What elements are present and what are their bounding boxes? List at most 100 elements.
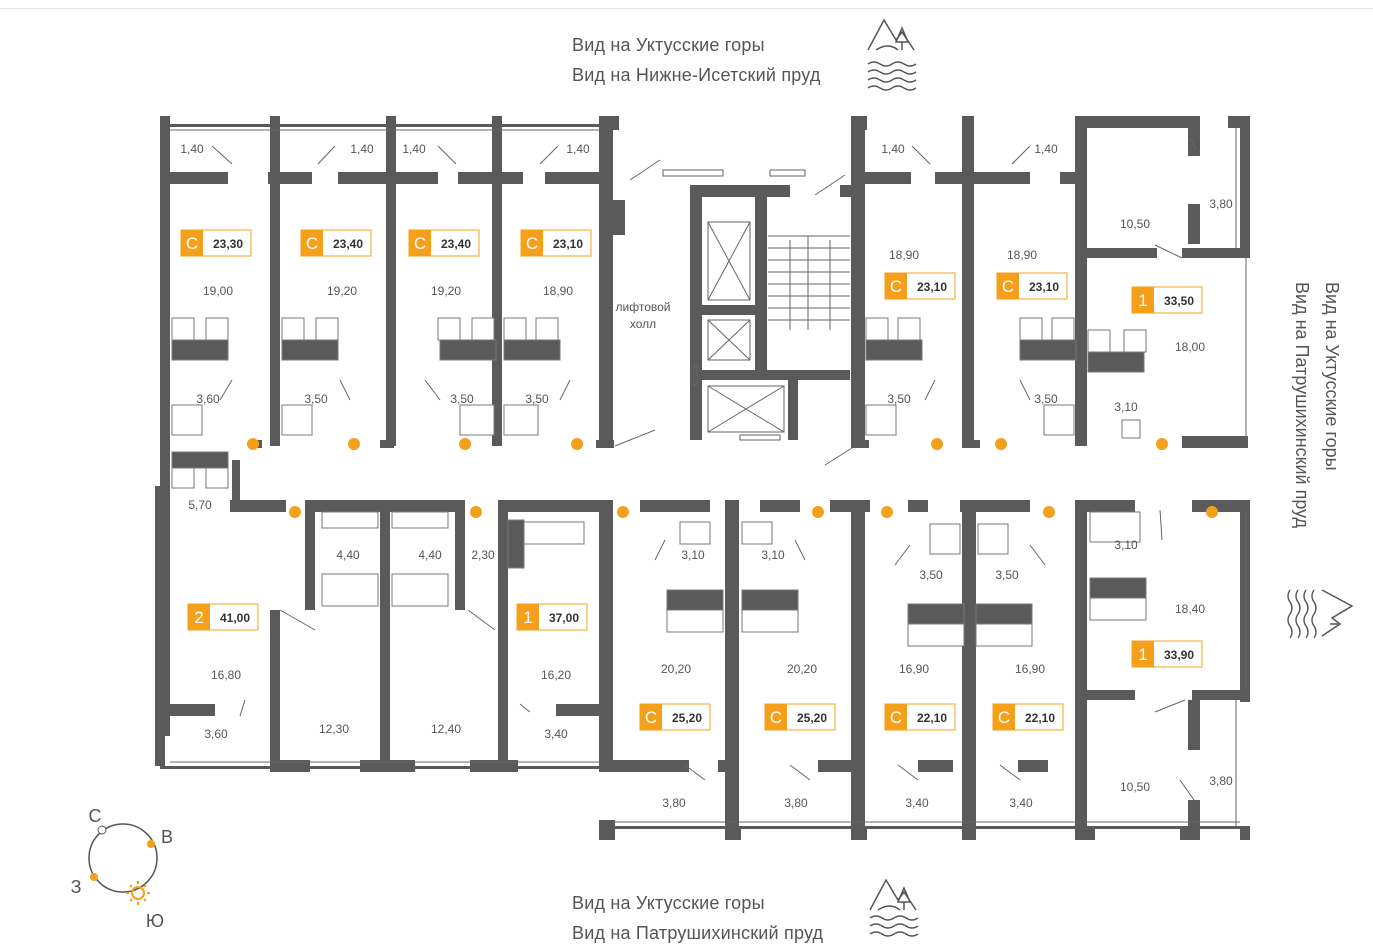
badge-type-box: [517, 604, 539, 630]
room-area: 12,40: [431, 722, 461, 736]
compass-west: З: [71, 877, 82, 897]
room-area: 18,90: [543, 284, 573, 298]
apartment-badge: C 22,10: [884, 703, 956, 731]
room-area: 5,70: [188, 498, 212, 512]
apartment-area: 23,10: [1029, 280, 1059, 294]
room-area: 19,00: [203, 284, 233, 298]
room-area: 3,40: [905, 796, 929, 810]
apartment-type: C: [890, 708, 902, 727]
apartment-area: 41,00: [220, 611, 250, 625]
room-area: 16,90: [1015, 662, 1045, 676]
room-area: 10,50: [1120, 780, 1150, 794]
room-area: 3,50: [995, 568, 1019, 582]
room-area: 3,60: [196, 392, 220, 406]
apartment-type: C: [1002, 277, 1014, 296]
apartment-type: C: [645, 708, 657, 727]
room-area: 2,30: [471, 548, 495, 562]
mountain-icon: [867, 18, 915, 51]
room-areas: 1,40 1,40 1,40 1,40 1,40 1,40 19,00 19,2…: [180, 142, 1233, 810]
thin-lines: [170, 128, 1247, 826]
badge-type-box: [409, 230, 431, 256]
room-area: 16,90: [899, 662, 929, 676]
badge-type-box: [301, 230, 323, 256]
room-area: 19,20: [431, 284, 461, 298]
apartment-badge: C 25,20: [764, 703, 836, 731]
view-label-top-1: Вид на Уктусские горы: [572, 35, 765, 55]
compass-west-dot: [90, 873, 98, 881]
badge-type-box: [885, 273, 907, 299]
room-area: 3,80: [1209, 774, 1233, 788]
room-area: 3,50: [525, 392, 549, 406]
sun-icon: [126, 881, 150, 905]
room-area: 18,00: [1175, 340, 1205, 354]
apartment-type: C: [306, 234, 318, 253]
apartment-area: 37,00: [549, 611, 579, 625]
compass-north-dot: [97, 825, 107, 835]
apartment-type: C: [998, 708, 1010, 727]
apartment-area: 25,20: [672, 711, 702, 725]
apartment-type: 1: [523, 608, 532, 627]
badge-type-box: [993, 704, 1015, 730]
compass-south: Ю: [146, 911, 164, 931]
compass-east-dot: [147, 840, 155, 848]
water-icon: [867, 61, 917, 91]
apartment-type: 1: [1138, 645, 1147, 664]
room-area: 18,90: [1007, 248, 1037, 262]
apartment-area: 33,50: [1164, 294, 1194, 308]
apartment-area: 25,20: [797, 711, 827, 725]
compass: С В З Ю: [71, 806, 173, 931]
room-area: 3,10: [681, 548, 705, 562]
room-area: 3,40: [544, 727, 568, 741]
walls: [155, 116, 1250, 840]
room-area: 19,20: [327, 284, 357, 298]
room-area: 3,80: [1209, 197, 1233, 211]
entrance-markers: [247, 438, 1218, 518]
apartment-type: 2: [194, 608, 203, 627]
room-area: 1,40: [1034, 142, 1058, 156]
room-area: 10,50: [1120, 217, 1150, 231]
room-area: 16,20: [541, 668, 571, 682]
apartment-type: C: [770, 708, 782, 727]
room-area: 16,80: [211, 668, 241, 682]
room-area: 3,50: [450, 392, 474, 406]
apartment-area: 33,90: [1164, 648, 1194, 662]
room-area: 3,10: [761, 548, 785, 562]
apartment-area: 22,10: [917, 711, 947, 725]
badge-type-box: [188, 604, 210, 630]
apartment-type: 1: [1138, 291, 1147, 310]
room-area: 1,40: [566, 142, 590, 156]
room-area: 3,50: [887, 392, 911, 406]
badge-type-box: [765, 704, 787, 730]
apartment-type: C: [414, 234, 426, 253]
water-icon: [869, 915, 919, 937]
room-area: 1,40: [350, 142, 374, 156]
apartment-area: 23,10: [553, 237, 583, 251]
compass-east: В: [161, 827, 173, 847]
badge-type-box: [1132, 287, 1154, 313]
view-label-top-2: Вид на Нижне-Исетский пруд: [572, 65, 821, 85]
room-area: 18,90: [889, 248, 919, 262]
room-area: 4,40: [418, 548, 442, 562]
apartment-area: 23,10: [917, 280, 947, 294]
bathroom-fixtures: [171, 317, 1147, 647]
room-area: 1,40: [402, 142, 426, 156]
room-area: 1,40: [881, 142, 905, 156]
room-area: 3,50: [304, 392, 328, 406]
room-area: 18,40: [1175, 602, 1205, 616]
room-area: 3,60: [204, 727, 228, 741]
badge-type-box: [885, 704, 907, 730]
room-area: 3,50: [919, 568, 943, 582]
apartment-badge: C 25,20: [639, 703, 711, 731]
badge-type-box: [181, 230, 203, 256]
apartment-area: 23,40: [333, 237, 363, 251]
badge-type-box: [1132, 641, 1154, 667]
